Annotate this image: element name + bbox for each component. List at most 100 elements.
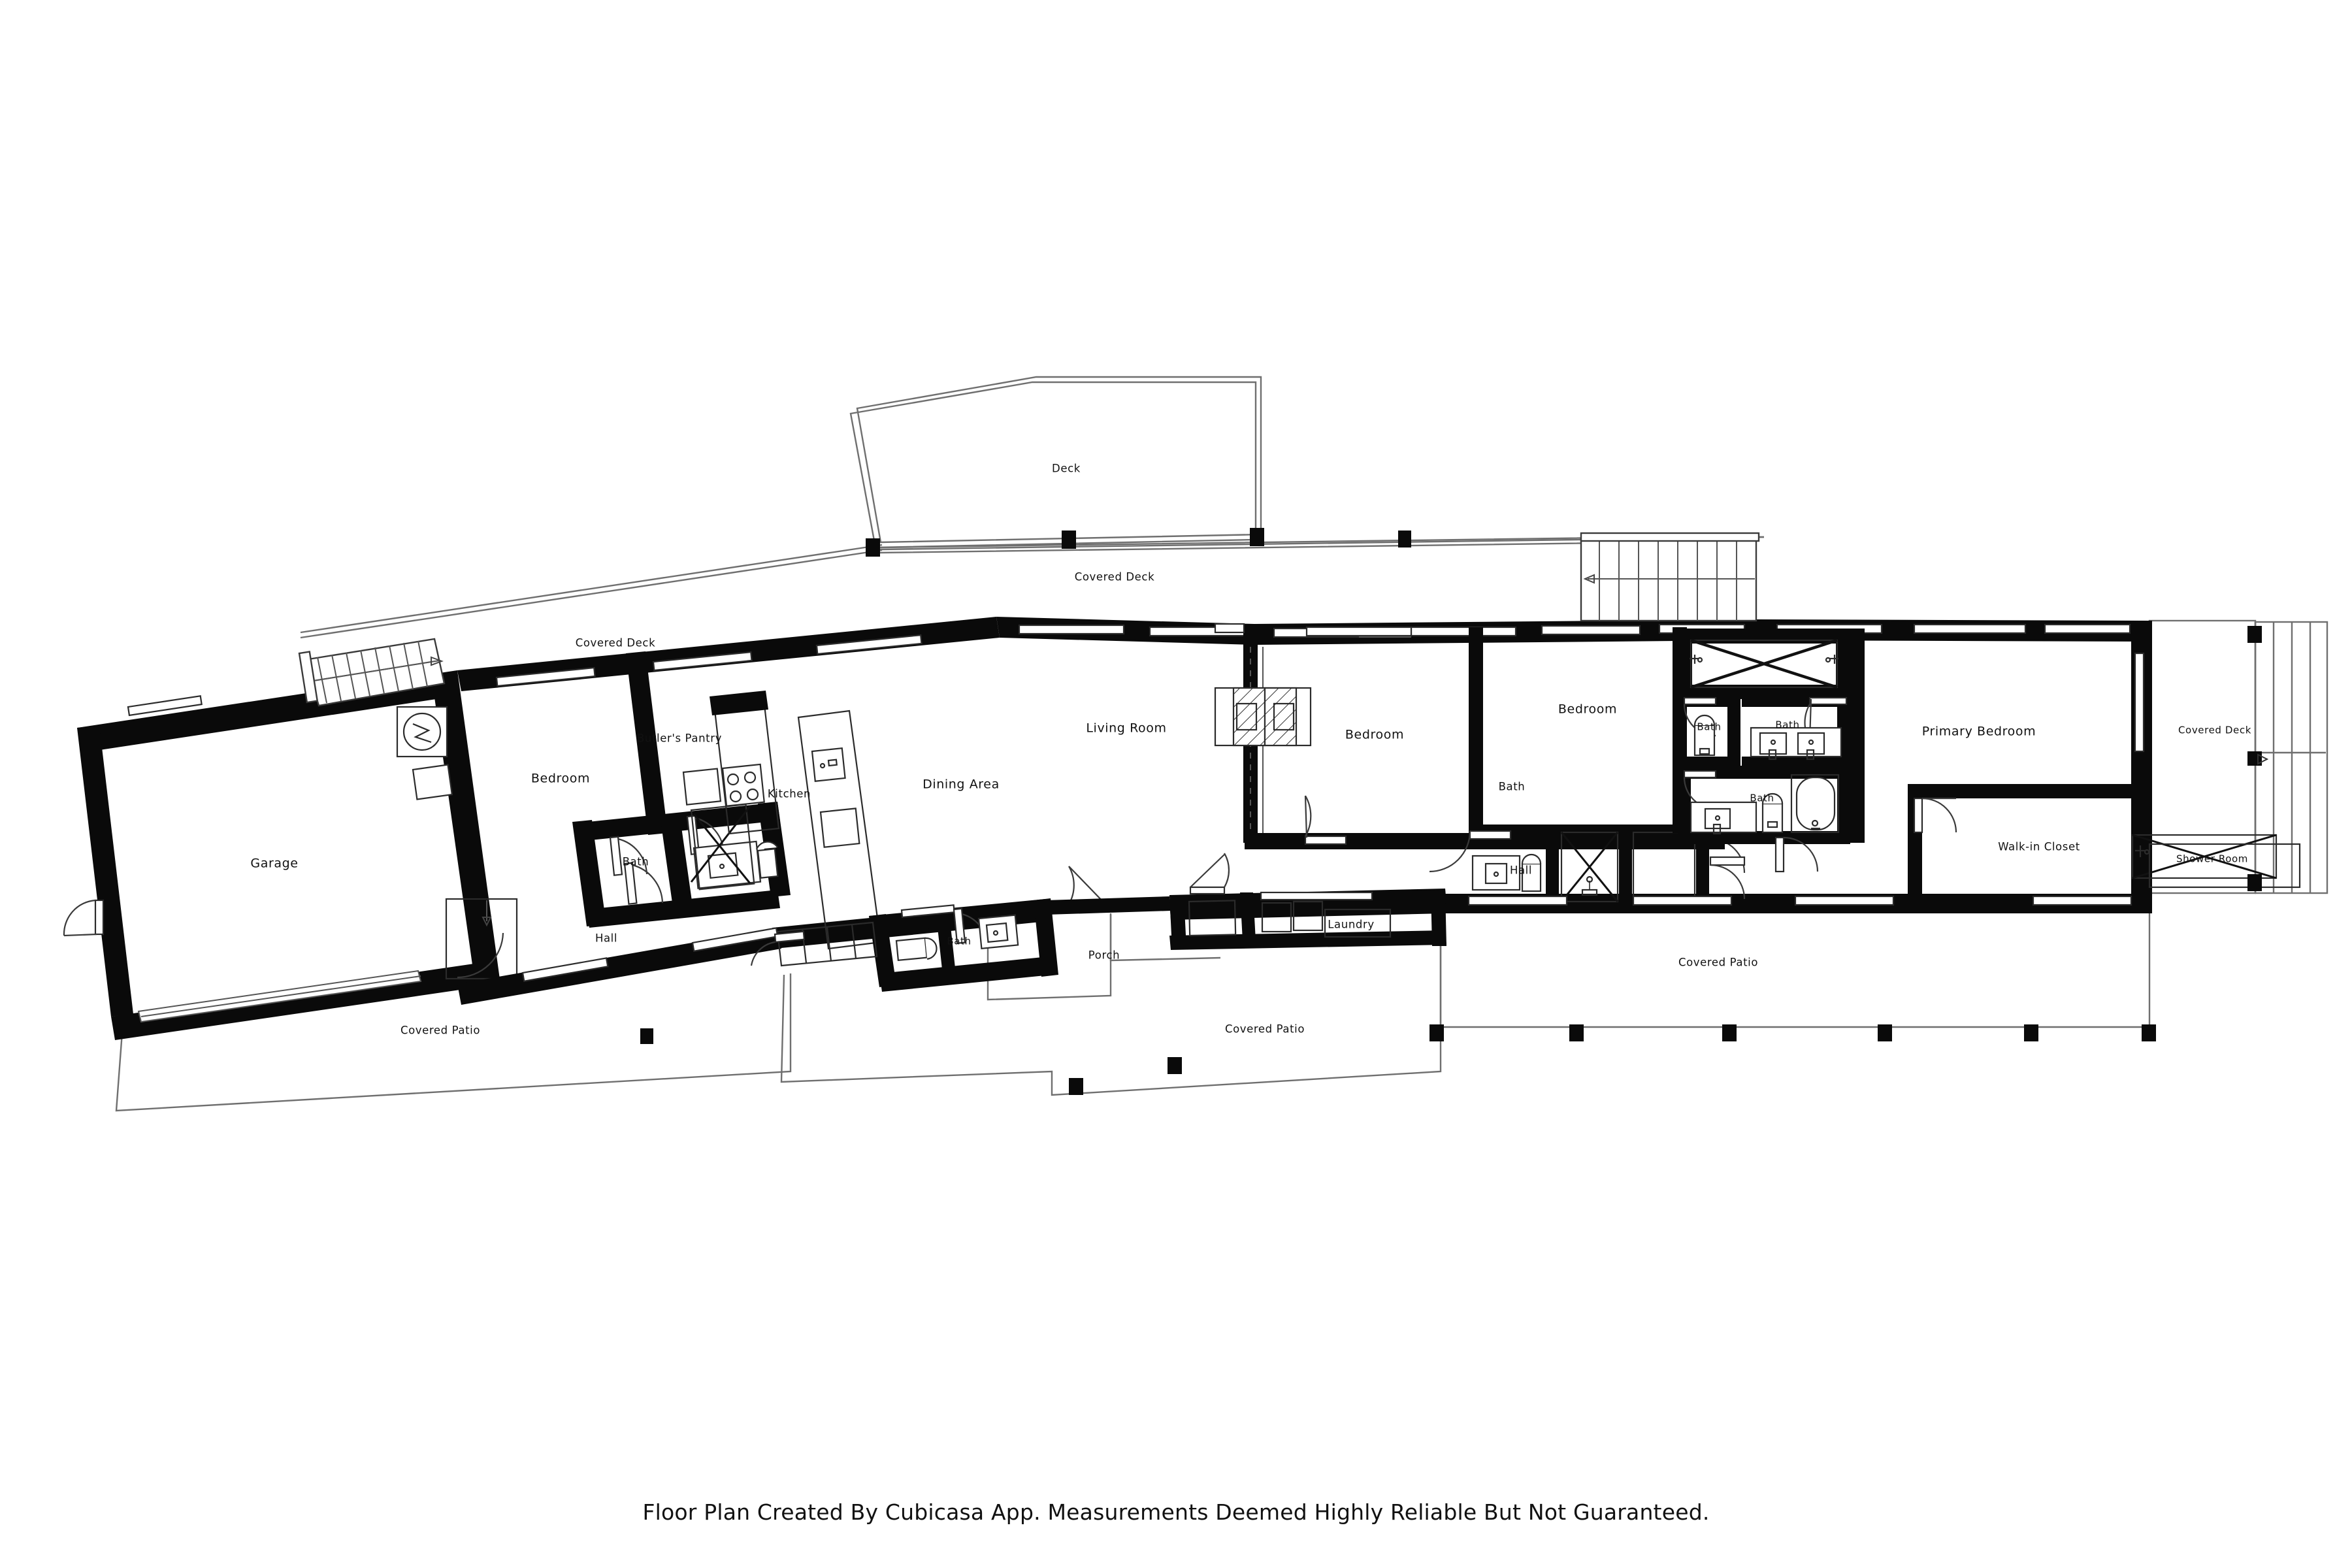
stairs-left <box>298 638 446 707</box>
label-covered-deck-left: Covered Deck <box>576 637 656 649</box>
wall-closet-mid-east <box>1619 831 1632 902</box>
shower-room-outline <box>2131 834 2278 879</box>
label-covered-patio-left: Covered Patio <box>400 1024 480 1037</box>
plan-caption: Floor Plan Created By Cubicasa App. Meas… <box>642 1499 1710 1525</box>
mid-bedroom-block <box>1245 626 1746 903</box>
deck-outline <box>849 381 1257 549</box>
label-kitchen: Kitchen <box>768 788 811 800</box>
covered-patio-left-outline <box>115 973 792 1112</box>
garage-wall-west <box>77 725 133 1017</box>
toilet-icon <box>1693 714 1716 757</box>
wall-bedroom-mid-right <box>1469 627 1483 843</box>
shower-room-block <box>2131 834 2301 889</box>
label-covered-patio-right: Covered Patio <box>1678 956 1758 969</box>
label-porch: Porch <box>1088 949 1120 962</box>
label-laundry: Laundry <box>1328 919 1374 931</box>
covered-deck-left-line <box>300 549 883 639</box>
wall-porch-north <box>1045 896 1171 915</box>
label-living-room: Living Room <box>1086 721 1166 736</box>
label-bedroom-left: Bedroom <box>531 772 590 786</box>
label-bath-left: Bath <box>623 856 649 868</box>
label-bedroom-mid: Bedroom <box>1345 728 1404 742</box>
living-room-area <box>1214 623 1312 843</box>
label-butlers-pantry: Butler's Pantry <box>637 732 722 745</box>
right-bath-cluster <box>1673 627 1850 873</box>
water-heater-icon <box>396 706 448 758</box>
label-bath-porchside: Bath <box>947 936 971 947</box>
label-covered-deck-top: Covered Deck <box>1075 571 1155 583</box>
garage-electrical-panel <box>412 764 453 800</box>
garage-wall-east <box>431 670 500 988</box>
bath-left-fixtures <box>693 840 779 889</box>
label-bath-small-a: Bath <box>1697 721 1721 733</box>
label-hall-right: Hall <box>1510 864 1532 877</box>
wall-bath-west <box>572 820 606 926</box>
south-strip <box>750 853 1895 992</box>
primary-south-window <box>2032 895 2132 906</box>
label-hall-left: Hall <box>595 932 617 945</box>
label-covered-deck-right: Covered Deck <box>2178 725 2251 736</box>
left-wing-interior <box>521 651 791 983</box>
room-labels: Garage Bedroom Butler's Pantry Kitchen B… <box>250 702 2248 962</box>
label-bath-small-b: Bath <box>1775 719 1799 731</box>
bath-small-b-block <box>1742 694 1850 770</box>
label-bath-mid: Bath <box>1499 781 1526 793</box>
bath-mid-door <box>1429 830 1512 873</box>
shower-faucet-icon <box>2135 845 2150 857</box>
vanity-icon <box>977 914 1019 949</box>
wall-laundry-south <box>1169 930 1446 950</box>
label-garage: Garage <box>250 857 298 871</box>
exterior-area-labels: Deck Covered Deck Covered Deck Covered D… <box>400 463 2251 1037</box>
label-dining-area: Dining Area <box>923 777 1000 792</box>
porch-outline-b <box>1109 913 1221 962</box>
wall-closet-mid-east2 <box>1696 831 1709 902</box>
covered-patio-right-outline <box>1439 902 2151 1028</box>
washer-dryer-icon <box>1261 900 1392 938</box>
label-deck: Deck <box>1052 463 1081 475</box>
toilet-icon <box>1521 853 1542 892</box>
laundry-left-cabinet <box>1188 900 1237 937</box>
bath-small-a-block <box>1678 694 1740 770</box>
label-covered-patio-mid: Covered Patio <box>1225 1023 1305 1036</box>
garage-window <box>127 694 203 717</box>
label-shower-room: Shower Room <box>2176 853 2248 865</box>
laundry-door <box>1189 853 1230 895</box>
vanity-icon <box>1690 801 1757 835</box>
label-primary-bedroom: Primary Bedroom <box>1922 725 2036 739</box>
covered-patio-mid-outline <box>780 902 1442 1096</box>
primary-suite <box>1850 629 2145 908</box>
structural-posts <box>640 528 2262 1095</box>
double-vanity-icon <box>1750 727 1842 760</box>
primary-hall-door <box>1774 836 1819 873</box>
pantry-wall-top <box>710 691 768 715</box>
garage-block <box>63 670 518 1040</box>
wall-bath-mid <box>660 813 694 917</box>
toilet-icon <box>895 937 938 962</box>
fireplace-icon <box>1214 687 1312 747</box>
wall-bath-south <box>587 890 780 928</box>
north-wall-mid-segment <box>996 617 1254 645</box>
garage-door-band <box>137 970 422 1023</box>
wall-laundry-west <box>1169 895 1186 949</box>
stairs-right <box>1580 532 1760 622</box>
stove-cooktop-icon <box>682 763 765 807</box>
wall-laundry-divider <box>1240 892 1256 941</box>
bathtub-icon <box>1790 774 1840 834</box>
wall-bedroom-pantry <box>626 651 668 835</box>
bath-mid-fixtures <box>1471 830 1746 903</box>
covered-deck-left-line2 <box>300 544 883 634</box>
label-walk-in-closet: Walk-in Closet <box>1998 841 2080 853</box>
laundry-window <box>1260 891 1373 901</box>
garage-to-hall-door <box>445 898 518 980</box>
deck-outline-inner <box>856 376 1262 544</box>
garage-side-door <box>63 899 105 937</box>
toilet-icon <box>1761 792 1784 834</box>
label-bath-small-c: Bath <box>1750 792 1774 804</box>
wall-bath-mid-east <box>1546 831 1559 902</box>
toilet-icon <box>755 841 779 879</box>
bedroom-mid-door <box>1304 795 1347 845</box>
primary-deck-door <box>2134 652 2145 753</box>
wall-closet-north <box>1908 784 2131 798</box>
